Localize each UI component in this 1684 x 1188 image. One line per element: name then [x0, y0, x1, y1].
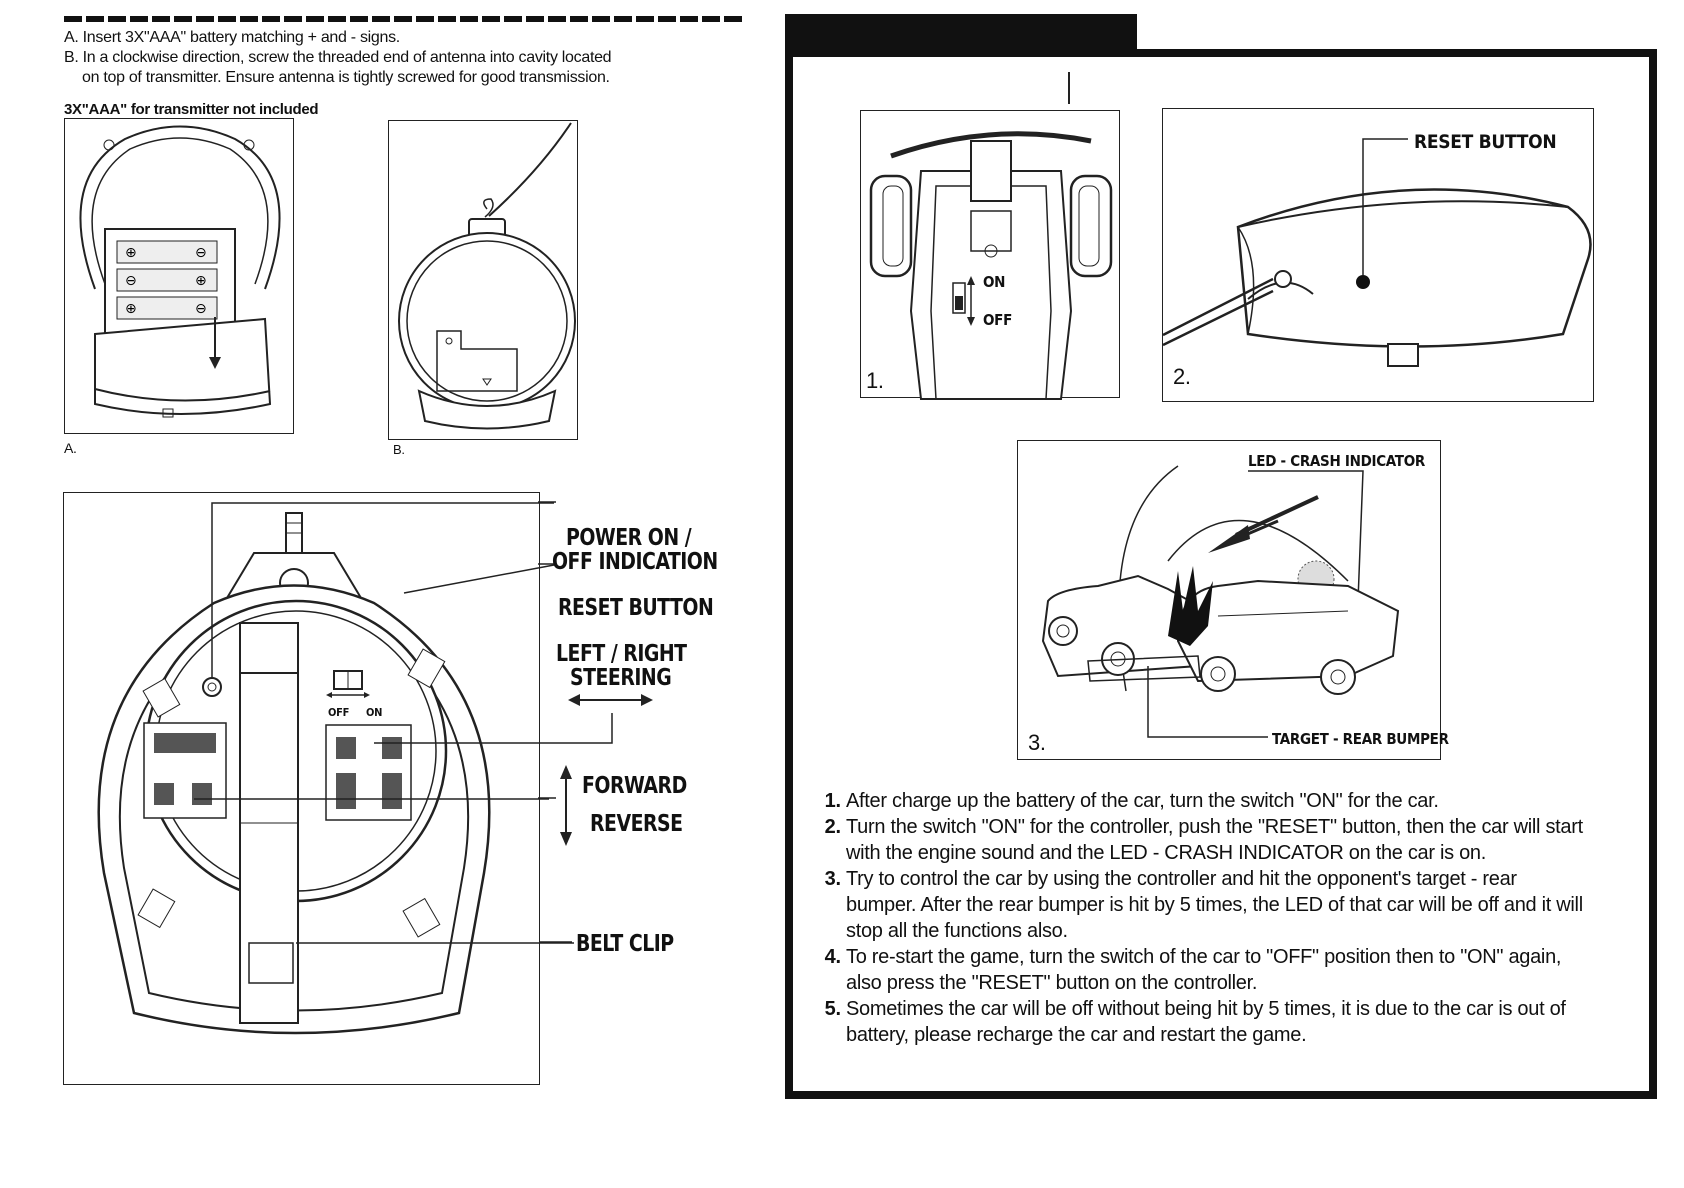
- figure-2-reset-label: RESET BUTTON: [1414, 131, 1557, 153]
- callout-reverse: REVERSE: [590, 810, 683, 837]
- svg-text:⊕: ⊕: [125, 301, 137, 317]
- controller-reset-illustration: [1162, 138, 1592, 367]
- figure-3-frame: [1017, 440, 1441, 760]
- controller-illustration: [97, 502, 613, 1035]
- svg-text:⊖: ⊖: [195, 245, 207, 261]
- callout-reset-button: RESET BUTTON: [558, 594, 714, 621]
- figure-a-frame: ⊕ ⊖ ⊖ ⊕ ⊕ ⊖: [64, 118, 294, 434]
- step-5: Sometimes the car will be off without be…: [846, 996, 1590, 1048]
- figure-a-label: A.: [64, 440, 77, 456]
- instruction-b-line1: B. In a clockwise direction, screw the t…: [64, 49, 612, 66]
- figure-3-target-label: TARGET - REAR BUMPER: [1272, 730, 1449, 748]
- svg-text:⊕: ⊕: [195, 273, 207, 289]
- callout-steering-line2: STEERING: [570, 664, 672, 691]
- controller-off-label: OFF: [328, 706, 350, 719]
- figure-3-led-label: LED - CRASH INDICATOR: [1248, 452, 1425, 470]
- instruction-a: A. Insert 3X"AAA" battery matching + and…: [64, 29, 400, 46]
- callout-belt-clip: BELT CLIP: [576, 930, 674, 957]
- cropped-heading-remnant: [64, 16, 744, 22]
- how-to-play-panel: [785, 49, 1657, 1099]
- figure-2-frame: [1162, 108, 1594, 402]
- crash-illustration: [1041, 465, 1400, 738]
- step-3: Try to control the car by using the cont…: [846, 866, 1590, 944]
- callout-forward: FORWARD: [582, 772, 687, 799]
- how-to-play-steps: After charge up the battery of the car, …: [820, 788, 1590, 1048]
- figure-1-on-label: ON: [983, 273, 1006, 291]
- car-switch-illustration: [869, 131, 1113, 400]
- cropped-heading-tab: [785, 14, 1137, 50]
- battery-note: 3X"AAA" for transmitter not included: [64, 101, 319, 118]
- callout-steering-line1: LEFT / RIGHT: [556, 640, 687, 667]
- controller-on-label: ON: [366, 706, 383, 719]
- step-4: To re-start the game, turn the switch of…: [846, 944, 1590, 996]
- callout-power-line1: POWER ON /: [566, 524, 692, 551]
- figure-3-number: 3.: [1028, 730, 1046, 755]
- controller-figure-frame: [63, 492, 613, 1085]
- figure-1-frame: [860, 110, 1120, 400]
- figure-b-label: B.: [393, 442, 405, 457]
- figure-a-battery-illustration: ⊕ ⊖ ⊖ ⊕ ⊕ ⊖: [79, 125, 281, 418]
- svg-text:⊖: ⊖: [125, 273, 137, 289]
- step-1: After charge up the battery of the car, …: [846, 788, 1590, 814]
- instruction-b-line2: on top of transmitter. Ensure antenna is…: [82, 69, 610, 86]
- figure-b-antenna-illustration: [398, 122, 576, 430]
- figure-1-number: 1.: [866, 368, 884, 393]
- svg-text:⊕: ⊕: [125, 245, 137, 261]
- figure-2-number: 2.: [1173, 364, 1191, 389]
- svg-text:⊖: ⊖: [195, 301, 207, 317]
- figure-1-off-label: OFF: [983, 311, 1013, 329]
- step-2: Turn the switch "ON" for the controller,…: [846, 814, 1590, 866]
- callout-power-line2: OFF INDICATION: [552, 548, 718, 575]
- figure-b-frame: [388, 120, 578, 440]
